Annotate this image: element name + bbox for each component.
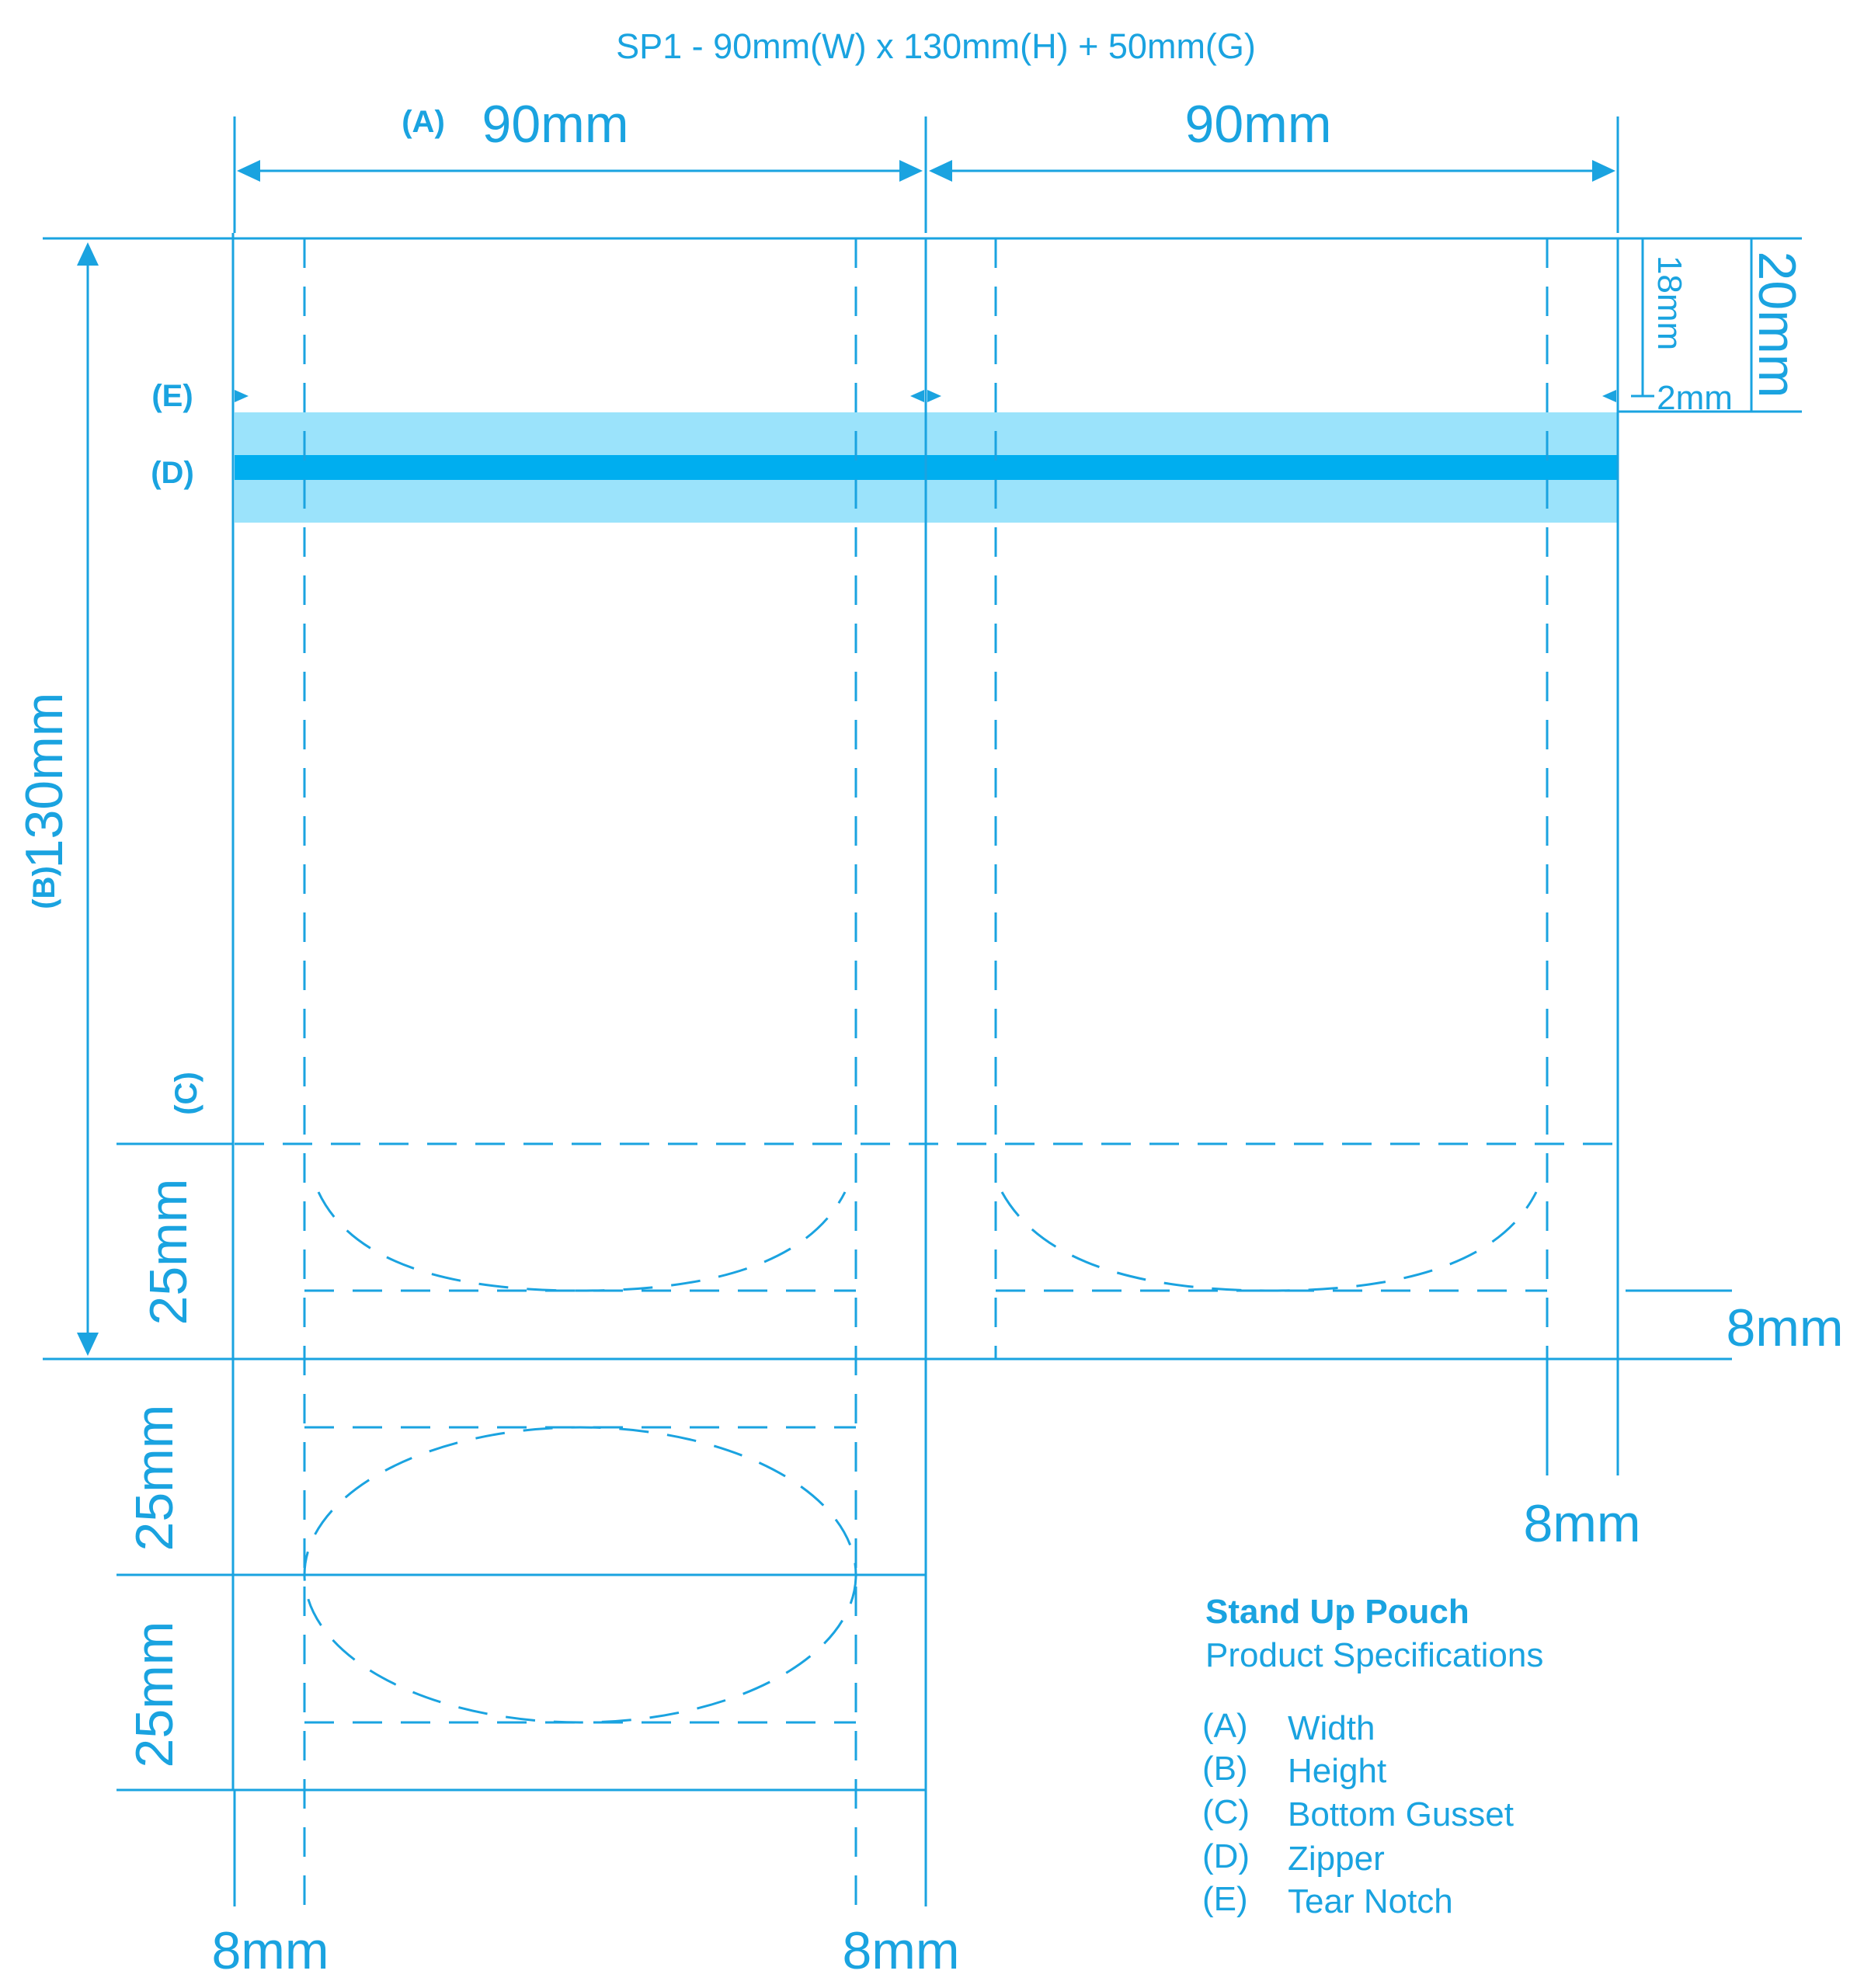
dim-zipper-gap: 2mm (1657, 379, 1733, 417)
legend-label: Tear Notch (1288, 1882, 1453, 1920)
marker-b: (B) (27, 866, 61, 909)
legend-key: (A) (1202, 1707, 1248, 1745)
legend-key: (D) (1202, 1837, 1250, 1875)
legend-key: (E) (1202, 1880, 1248, 1918)
dim-seal-bottom-left: 8mm (211, 1921, 329, 1980)
legend-label: Height (1288, 1752, 1386, 1790)
legend-label: Width (1288, 1709, 1375, 1747)
legend-label: Bottom Gusset (1288, 1795, 1514, 1833)
legend-subheading: Product Specifications (1205, 1636, 1543, 1674)
dimension-arrows (77, 160, 1616, 1356)
marker-e: (E) (151, 379, 193, 413)
dim-width-left: 90mm (482, 95, 629, 154)
marker-a: (A) (402, 105, 445, 139)
dim-gusset-front: 25mm (139, 1179, 198, 1326)
legend-key: (B) (1202, 1750, 1248, 1788)
dim-gusset-back-top: 25mm (125, 1405, 184, 1552)
marker-d: (D) (151, 456, 194, 490)
dim-seal-bottom-mid: 8mm (842, 1921, 959, 1980)
dim-height: 130mm (15, 693, 74, 869)
dim-zipper-inner: 18mm (1650, 255, 1688, 350)
dim-width-right: 90mm (1185, 95, 1332, 154)
seal-dashed-lines (235, 238, 1618, 1906)
dim-gusset-back-bottom: 25mm (125, 1621, 184, 1768)
legend: Stand Up Pouch Product Specifications (A… (1202, 1593, 1543, 1920)
dim-zipper-outer: 20mm (1748, 252, 1807, 398)
marker-c: (C) (169, 1072, 203, 1115)
legend-heading: Stand Up Pouch (1205, 1593, 1469, 1631)
diagram-title: SP1 - 90mm(W) x 130mm(H) + 50mm(G) (616, 26, 1256, 66)
legend-key: (C) (1202, 1793, 1250, 1831)
dim-seal-bottom-right: 8mm (1523, 1494, 1640, 1553)
dim-seal-right: 8mm (1726, 1298, 1843, 1357)
panel-outlines (43, 116, 1802, 1906)
legend-label: Zipper (1288, 1840, 1385, 1878)
